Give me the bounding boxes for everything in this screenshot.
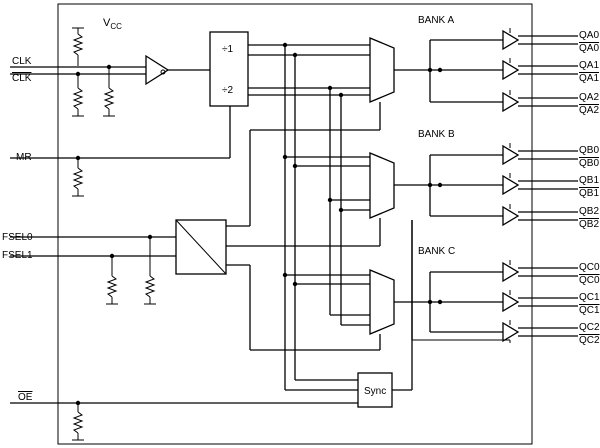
divider-block — [209, 31, 249, 107]
qa2-bar-label: QA2 — [579, 105, 599, 116]
bank-a-output-buffers — [394, 28, 578, 113]
bank-c-mux — [369, 269, 395, 335]
qb0-label: QB0 — [579, 145, 599, 156]
qc2-bar-label: QC2 — [579, 335, 600, 346]
qa1-bar-label: QA1 — [579, 73, 599, 84]
clkbar-pulldown-resistor — [103, 66, 115, 117]
chip-outline — [57, 3, 533, 445]
bank-a-title: BANK A — [418, 15, 454, 26]
fsel1-pulldown-resistor — [106, 256, 118, 305]
clk-pulldown-resistor — [72, 74, 84, 117]
oe-bar-label: OE — [18, 392, 33, 403]
qb1-bar-label: QB1 — [579, 188, 599, 199]
bank-b-mux — [369, 152, 395, 219]
qc1-bar-label: QC1 — [579, 305, 600, 316]
mr-pulldown-resistor — [72, 158, 84, 197]
qa0-bar-label: QA0 — [579, 43, 599, 54]
clk-bar-label: CLK — [12, 73, 32, 84]
qa0-label: QA0 — [579, 30, 599, 41]
qb1-label: QB1 — [579, 175, 599, 186]
qb0-bar-label: QB0 — [579, 158, 599, 169]
qa1-label: QA1 — [579, 60, 599, 71]
bank-b-output-buffers — [394, 143, 578, 227]
vcc-label: VCC — [103, 17, 122, 31]
bank-c-output-buffers — [394, 260, 578, 343]
qa2-label: QA2 — [579, 92, 599, 103]
qb2-bar-label: QB2 — [579, 219, 599, 230]
sync-label: Sync — [364, 386, 386, 397]
bank-c-title: BANK C — [418, 246, 455, 257]
fsel0-pulldown-resistor — [144, 237, 156, 305]
vcc-pullup-resistor — [72, 27, 84, 66]
qc0-bar-label: QC0 — [579, 275, 600, 286]
oe-pullup-resistor — [72, 403, 84, 441]
select-decoder — [175, 219, 227, 275]
divide-by-2-label: ÷2 — [222, 85, 233, 96]
qc2-label: QC2 — [579, 322, 600, 333]
qc1-label: QC1 — [579, 292, 600, 303]
qb2-label: QB2 — [579, 206, 599, 217]
qc0-label: QC0 — [579, 262, 600, 273]
bank-b-title: BANK B — [418, 129, 455, 140]
bank-a-mux — [369, 37, 395, 103]
clk-label: CLK — [12, 56, 32, 67]
divide-by-1-label: ÷1 — [222, 44, 233, 55]
clk-input-buffer — [145, 54, 170, 86]
